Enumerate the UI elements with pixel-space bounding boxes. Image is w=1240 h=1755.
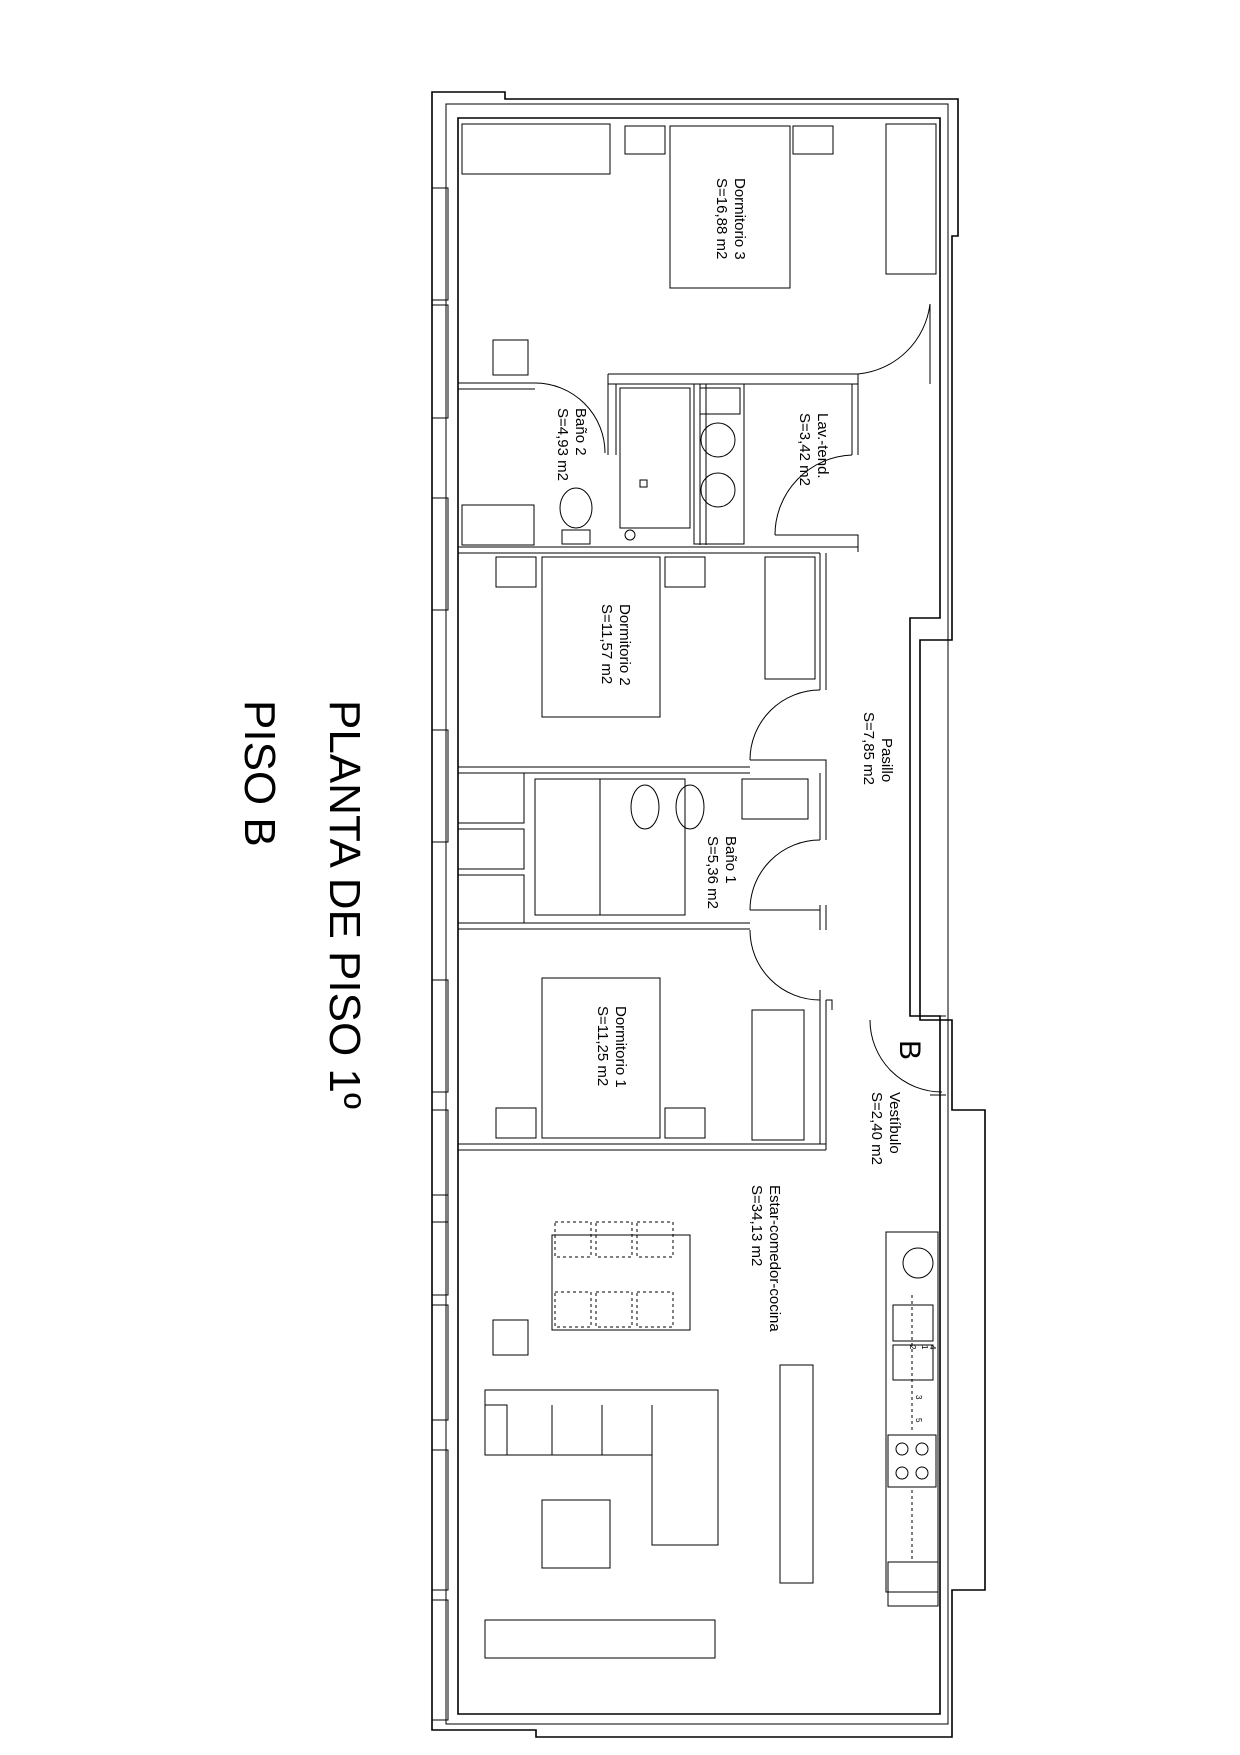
room-label-vestibulo: Vestíbulo S=2,40 m2 (868, 1092, 903, 1165)
room-label-estar-comedor-cocina: Estar-comedor-cocina S=34,13 m2 (748, 1185, 783, 1332)
room-area: S=16,88 m2 (713, 178, 730, 259)
room-name: Dormitorio 1 (612, 1006, 629, 1088)
doors (534, 303, 943, 1093)
door-mark: B (893, 1040, 926, 1060)
interior-walls (458, 373, 946, 1151)
room-label-pasillo: Pasillo S=7,85 m2 (860, 712, 895, 785)
door-dormitorio-3 (857, 303, 931, 375)
door-lav (774, 454, 853, 536)
svg-text:PISO B: PISO B (235, 700, 284, 847)
room-name: Estar-comedor-cocina (766, 1185, 783, 1332)
room-name: Baño 2 (572, 408, 589, 456)
room-label-bano-1: Baño 1 S=5,36 m2 (704, 836, 739, 909)
room-name: Baño 1 (722, 836, 739, 884)
plan-subtitle: PISO B (235, 700, 284, 847)
room-area: S=7,85 m2 (860, 712, 877, 785)
room-name: Lav.-tend. (814, 413, 831, 479)
room-label-dormitorio-1: Dormitorio 1 S=11,25 m2 (594, 1006, 629, 1088)
room-name: Dormitorio 3 (731, 178, 748, 260)
svg-text:4: 4 (928, 1345, 937, 1350)
room-label-bano-2: Baño 2 S=4,93 m2 (554, 408, 589, 481)
room-area: S=2,40 m2 (868, 1092, 885, 1165)
room-area: S=5,36 m2 (704, 836, 721, 909)
room-name: Vestíbulo (886, 1092, 903, 1154)
kitchen-number-4: 4 (928, 1345, 937, 1350)
room-name: Pasillo (878, 738, 895, 782)
door-dormitorio-2 (749, 689, 821, 761)
svg-text:3: 3 (914, 1395, 923, 1400)
room-label-dormitorio-3: Dormitorio 3 S=16,88 m2 (713, 178, 748, 260)
kitchen-number-3: 3 (914, 1395, 923, 1400)
furniture (457, 123, 939, 1659)
room-area: S=34,13 m2 (748, 1185, 765, 1266)
svg-text:1: 1 (920, 1345, 929, 1350)
room-area: S=11,57 m2 (598, 604, 615, 684)
kitchen-number-2: 2 (908, 1345, 917, 1350)
room-area: S=11,25 m2 (594, 1006, 611, 1086)
svg-text:5: 5 (914, 1418, 923, 1423)
kitchen-number-5: 5 (914, 1418, 923, 1423)
room-label-dormitorio-2: Dormitorio 2 S=11,57 m2 (598, 604, 633, 686)
door-dormitorio-1 (749, 929, 821, 1001)
door-bano-1 (749, 839, 821, 911)
svg-text:2: 2 (908, 1345, 917, 1350)
room-label-lav-tend: Lav.-tend. S=3,42 m2 (796, 413, 831, 486)
door-bano-2 (534, 382, 606, 454)
plan-title: PLANTA DE PISO 1º (320, 700, 369, 1109)
svg-text:PLANTA DE PISO 1º: PLANTA DE PISO 1º (320, 700, 369, 1109)
door-entrance (869, 1019, 943, 1093)
svg-text:B: B (893, 1040, 926, 1060)
room-name: Dormitorio 2 (616, 604, 633, 686)
kitchen-number-1: 1 (920, 1345, 929, 1350)
room-area: S=3,42 m2 (796, 413, 813, 486)
room-area: S=4,93 m2 (554, 408, 571, 481)
exterior-walls (431, 91, 986, 1738)
